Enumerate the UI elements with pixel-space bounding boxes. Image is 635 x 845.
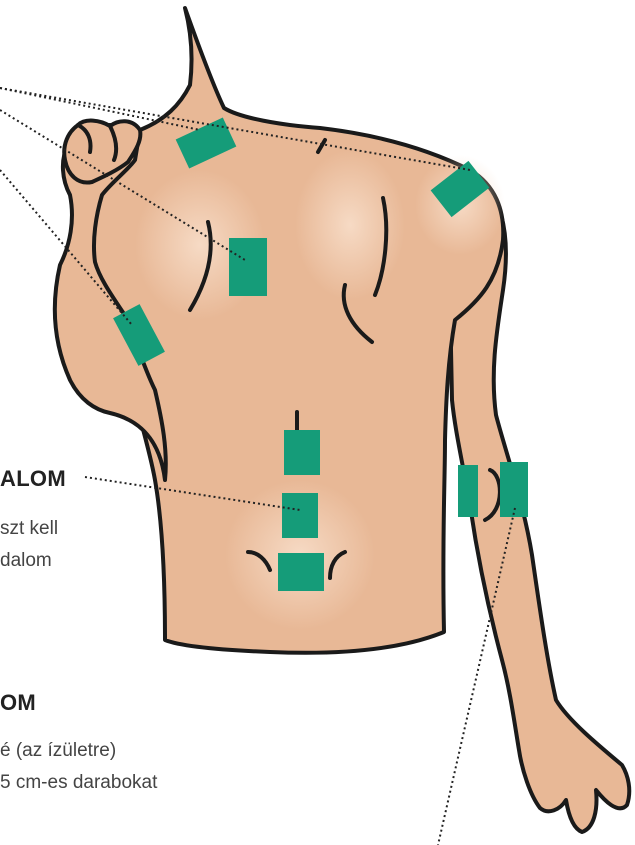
back-description-line-2: dalom	[0, 548, 52, 573]
highlight-right-scapula	[295, 150, 405, 300]
tape-lumbar	[278, 553, 324, 591]
leader-elbow	[438, 508, 515, 845]
tape-spine-2	[282, 493, 318, 538]
elbow-description-line-2: 5 cm-es darabokat	[0, 770, 157, 795]
back-heading: ALOM	[0, 466, 66, 492]
back-description-line-1: szt kell	[0, 516, 58, 541]
tape-left-scapula	[229, 238, 267, 296]
elbow-heading: OM	[0, 690, 36, 716]
tape-spine-1	[284, 430, 320, 475]
elbow-description-line-1: é (az ízületre)	[0, 738, 116, 763]
tape-elbow-left	[458, 465, 478, 517]
